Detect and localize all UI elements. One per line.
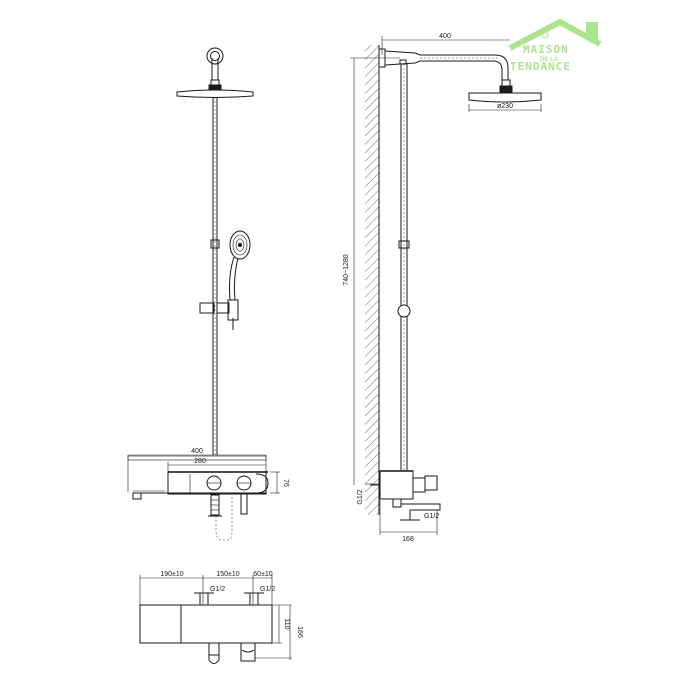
- dim-front-shelf-width: 280: [194, 458, 206, 465]
- wall-flange-icon: [206, 47, 224, 65]
- dim-depth: 168: [402, 536, 414, 543]
- dim-front-shelf-height: 76: [282, 479, 289, 487]
- dim-head-diameter: ø230: [497, 103, 513, 110]
- hand-shower-head: [229, 230, 251, 260]
- lever-handle: [240, 492, 248, 515]
- dim-height-range: 740~1280: [343, 254, 350, 285]
- dim-bottom-b: 150±10: [216, 571, 239, 578]
- watermark-line1: MAISON: [523, 43, 569, 56]
- dim-bottom-c: 60±10: [253, 571, 273, 578]
- watermark-logo: MAISON DE LA TENDANCE: [508, 18, 602, 73]
- bottom-inlet-right: G1/2: [260, 586, 275, 593]
- dim-inlet-bottom: G1/2: [424, 513, 439, 520]
- side-overhead-shower-head: [468, 92, 542, 103]
- side-mixer-body: [379, 470, 414, 500]
- dim-bottom-a: 190±10: [160, 571, 183, 578]
- dim-inlet-left: G1/2: [357, 489, 364, 504]
- dim-front-total-width: 400: [191, 448, 203, 455]
- side-slider-knob: [397, 304, 411, 318]
- wall-hatch: [365, 45, 379, 515]
- hose: [215, 494, 233, 541]
- bottom-view: 190±10 150±10 60±10 G1/2 G1/2 110 166: [139, 571, 303, 664]
- dim-bottom-total-height: 166: [296, 626, 303, 638]
- watermark-line3: TENDANCE: [510, 60, 571, 73]
- side-view: 400 ø230 740~1280 G1/2: [343, 33, 542, 543]
- bottom-inlet-left: G1/2: [210, 586, 225, 593]
- slider-holder: [199, 302, 215, 314]
- overhead-shower-head: [176, 89, 254, 98]
- front-view: 400 280 76: [127, 47, 289, 541]
- dim-bottom-body-height: 110: [283, 618, 290, 629]
- watermark-line2: DE LA: [540, 57, 559, 63]
- shower-arm: [384, 50, 509, 80]
- bottom-mixer-body: [139, 604, 273, 644]
- dim-arm-length: 400: [439, 33, 451, 40]
